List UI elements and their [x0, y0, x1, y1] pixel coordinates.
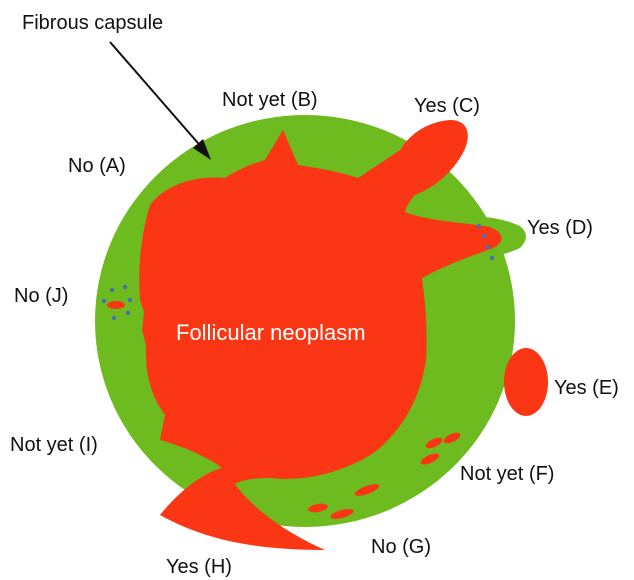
label-g: No (G) — [371, 536, 431, 558]
label-f: Not yet (F) — [460, 463, 555, 485]
label-h: Yes (H) — [166, 556, 232, 578]
label-d: Yes (D) — [527, 217, 593, 239]
vessel-dot — [109, 287, 115, 293]
capsule-nest-g2 — [308, 503, 328, 513]
center-label: Follicular neoplasm — [176, 320, 366, 345]
label-i: Not yet (I) — [10, 434, 98, 456]
label-b: Not yet (B) — [222, 89, 318, 111]
neoplasm-protrusion-c — [395, 120, 468, 198]
capsule-nest-f1 — [425, 437, 443, 449]
fibrous-capsule-label: Fibrous capsule — [22, 12, 164, 34]
capsule-arrow-head — [193, 139, 211, 160]
label-e: Yes (E) — [554, 377, 619, 399]
capsule-arrow-line — [109, 41, 205, 151]
capsule-nest-g3 — [330, 509, 354, 519]
capsule-nest-f2 — [443, 432, 461, 444]
capsule-nest-f3 — [420, 453, 440, 465]
vessel-dot — [476, 223, 482, 229]
vessel-dot — [481, 233, 487, 239]
label-c: Yes (C) — [414, 95, 480, 117]
vessel-dot — [127, 297, 133, 303]
vessel-dot — [101, 298, 107, 304]
neoplasm-body — [139, 125, 502, 550]
vessel-dot — [485, 244, 491, 250]
capsule-nest-j — [107, 301, 125, 309]
label-j: No (J) — [14, 285, 69, 307]
satellite-nodule-e — [504, 348, 548, 416]
vessel-dot — [489, 255, 495, 261]
capsule-nest-g1 — [354, 484, 380, 496]
vessel-dot — [111, 315, 117, 321]
label-a: No (A) — [68, 155, 126, 177]
vessel-dot — [122, 284, 128, 290]
vessel-dot — [125, 310, 131, 316]
